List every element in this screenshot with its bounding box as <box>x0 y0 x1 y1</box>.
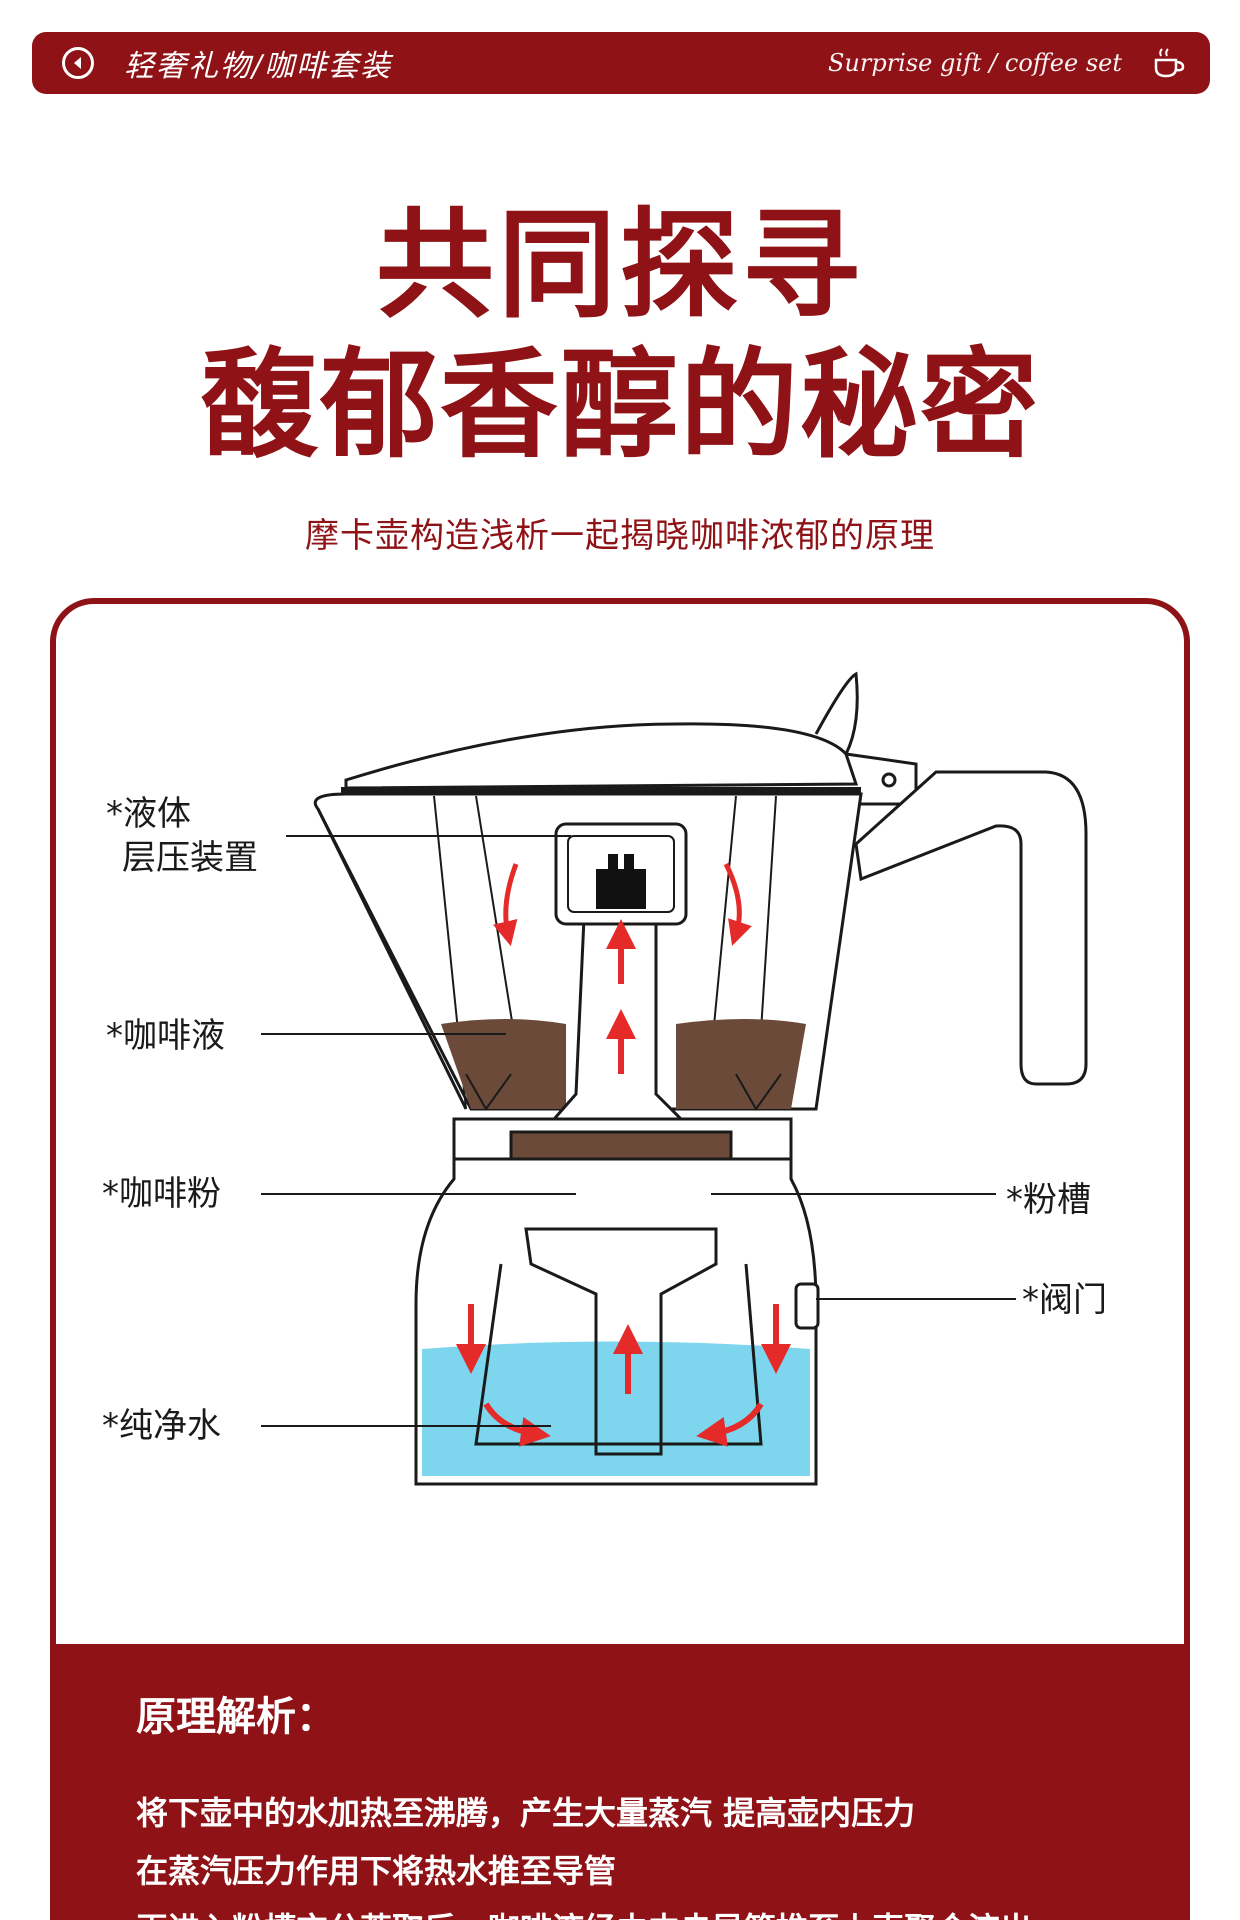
diagram-frame: *液体 层压装置 *咖啡液 *咖啡粉 *粉槽 *阀门 *纯净水 原理解析： 将下… <box>50 598 1190 1920</box>
page-subtitle: 摩卡壶构造浅析一起揭晓咖啡浓郁的原理 <box>305 516 935 556</box>
valve <box>794 1282 820 1330</box>
label-powder-slot: *粉槽 <box>1006 1180 1091 1220</box>
label-liquid-pressure: *液体 层压装置 <box>106 792 258 880</box>
back-button[interactable] <box>62 47 94 79</box>
principle-line-2: 在蒸汽压力作用下将热水推至导管 <box>136 1852 617 1890</box>
headline-line-2: 馥郁香醇的秘密 <box>199 336 1040 474</box>
funnel <box>524 1227 718 1456</box>
chevron-left-icon <box>74 57 81 69</box>
handle <box>854 770 1088 1086</box>
label-liquid-pressure-line-2: 层压装置 <box>122 838 258 878</box>
principle-line-1: 将下壶中的水加热至沸腾，产生大量蒸汽 提高壶内压力 <box>136 1794 916 1832</box>
principle-line-3: 再进入粉槽充分萃取后，咖啡液经由中央导管推至上壶聚合流出 <box>136 1900 1184 1920</box>
top-bar-subtitle: Surprise gift / coffee set <box>827 49 1122 77</box>
top-bar-title: 轻奢礼物/咖啡套装 <box>124 49 393 84</box>
label-valve: *阀门 <box>1022 1280 1107 1320</box>
lid <box>344 722 859 790</box>
label-coffee-powder: *咖啡粉 <box>102 1174 221 1214</box>
coffee-liquid-right <box>676 1019 806 1109</box>
lid-knob <box>814 671 859 755</box>
label-liquid-pressure-line-1: *液体 <box>106 794 191 834</box>
label-coffee-liquid: *咖啡液 <box>106 1016 225 1056</box>
moka-pot-diagram <box>261 671 1088 1486</box>
coffee-cup-icon <box>1154 48 1185 78</box>
principle-title: 原理解析： <box>136 1694 336 1740</box>
top-bar: 轻奢礼物/咖啡套装 Surprise gift / coffee set <box>32 32 1210 94</box>
principle-panel: 原理解析： 将下壶中的水加热至沸腾，产生大量蒸汽 提高壶内压力 在蒸汽压力作用下… <box>56 1644 1184 1920</box>
label-pure-water: *纯净水 <box>102 1406 221 1446</box>
headline-line-1: 共同探寻 <box>375 196 864 334</box>
